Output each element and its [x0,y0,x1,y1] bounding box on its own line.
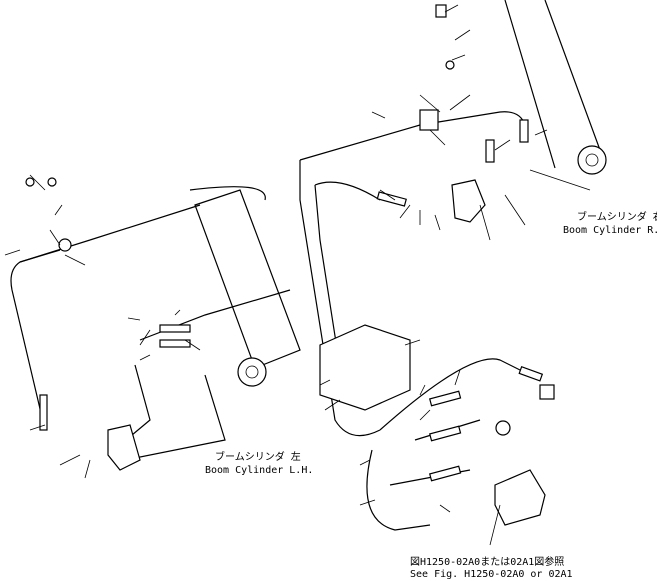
boom-cylinder-lh [194,189,301,387]
boom-cylinder-lh-label-jp: ブームシリンダ 左 [215,452,301,463]
valve-block-rh [451,179,486,223]
reference-leader [489,504,501,546]
boom-cylinder-rh-label-en: Boom Cylinder R.H. [563,225,657,236]
fittings [25,4,555,482]
boom-cylinder-rh [504,0,607,175]
reference-note-jp: 図H1250-02A0または02A1図参照 [410,557,565,568]
valve-block-lh [107,424,141,471]
callout-leaders [4,4,591,513]
boom-cylinder-rh-label-jp: ブームシリンダ 右 [577,212,657,223]
pipe-clamp [319,324,411,411]
block-manifold [494,469,546,526]
reference-note-en: See Fig. H1250-02A0 or 02A1 [410,569,573,580]
boom-cylinder-lh-label-en: Boom Cylinder L.H. [205,465,314,476]
